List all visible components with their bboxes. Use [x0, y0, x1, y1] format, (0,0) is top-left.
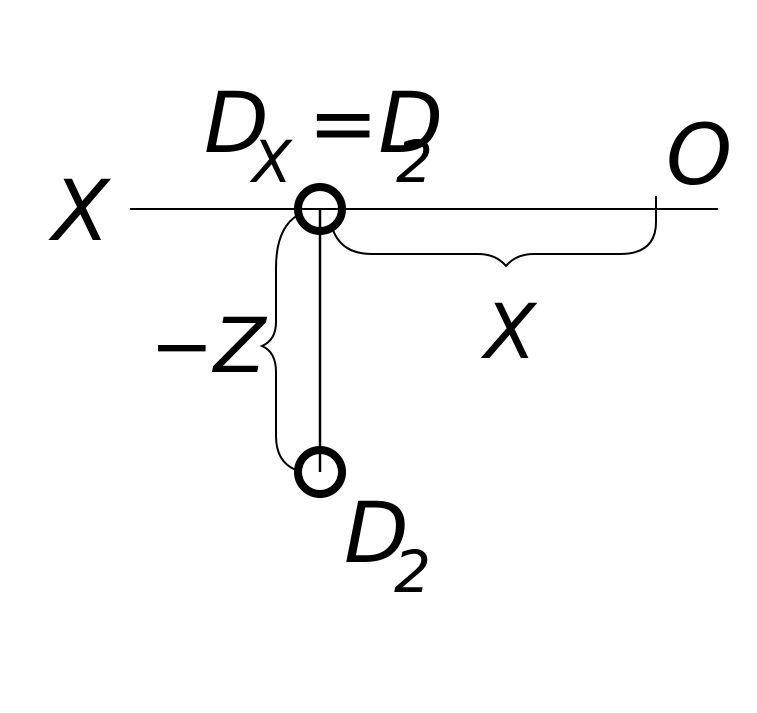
origin-label: O	[666, 106, 732, 204]
top-point-label-sub: X	[249, 128, 293, 196]
top-point-label-equals-sub: 2	[396, 128, 433, 196]
z-dimension-brace	[259, 214, 299, 471]
x-dimension-brace	[332, 221, 657, 268]
bottom-point-label-main: D	[344, 484, 409, 582]
bottom-point-label-sub: 2	[394, 538, 431, 606]
x-dimension-label: X	[480, 287, 538, 376]
top-point-label-main: D	[204, 74, 269, 172]
top-point-label-equals: =D	[308, 74, 443, 172]
z-dimension-label: −Z	[150, 301, 268, 390]
point-dx-marker	[294, 183, 346, 235]
point-d2-marker	[294, 446, 346, 498]
axis-label-x: X	[48, 162, 112, 260]
